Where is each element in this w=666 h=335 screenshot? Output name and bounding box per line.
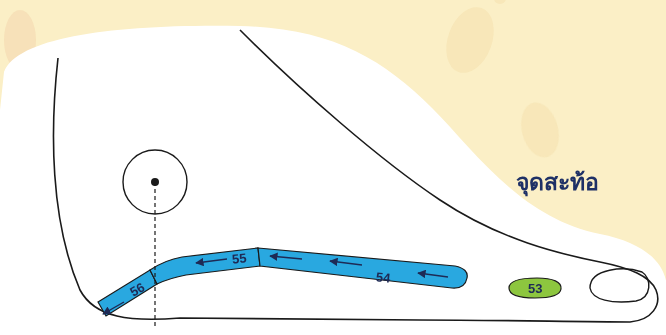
white-backdrop <box>0 26 666 335</box>
reflex-point: 53 <box>505 276 565 300</box>
reflex-band-segment: 54 <box>255 244 471 292</box>
ankle-circle <box>123 150 187 214</box>
node-outline <box>255 244 471 292</box>
callout-number: 54 <box>375 270 391 284</box>
flow-arrows <box>103 256 448 314</box>
node-shape <box>509 278 561 298</box>
node-outline <box>146 244 264 288</box>
node-shape <box>150 248 260 284</box>
flow-arrow <box>270 256 302 259</box>
diagram-title: จุดสะท้อ <box>516 171 599 194</box>
callout-number: 55 <box>231 251 247 265</box>
ankle-dot <box>151 178 159 186</box>
node-shape <box>98 270 157 316</box>
dashed-guide <box>154 182 155 328</box>
flow-arrow <box>418 273 448 277</box>
reflex-band-segment: 55 <box>146 244 264 288</box>
foot-outline <box>53 30 657 322</box>
node-shape <box>258 248 467 288</box>
flow-arrow <box>103 302 124 314</box>
flow-arrow <box>196 259 227 263</box>
flow-arrow <box>330 261 362 265</box>
big-toe-outline <box>590 269 649 302</box>
callout-number: 53 <box>528 282 542 295</box>
